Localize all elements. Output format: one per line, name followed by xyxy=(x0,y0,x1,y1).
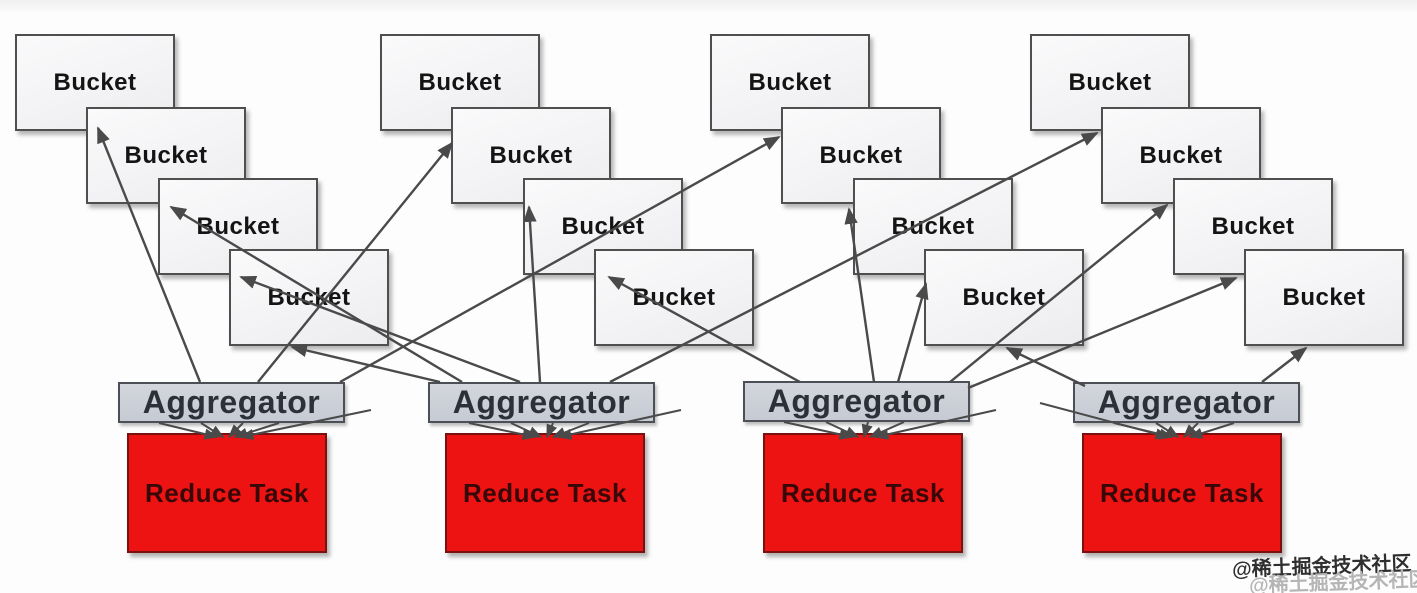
bucket-box: Bucket xyxy=(924,249,1084,346)
arrow-line xyxy=(896,282,929,383)
bucket-box: Bucket xyxy=(229,249,389,346)
watermark-secondary: @稀土掘金技术社区 xyxy=(1248,568,1417,593)
aggregator-box: Aggregator xyxy=(743,381,970,422)
aggregator-box: Aggregator xyxy=(1073,382,1300,423)
arrow-line xyxy=(1005,346,1086,388)
aggregator-box: Aggregator xyxy=(118,382,345,423)
arrow-line xyxy=(290,343,441,384)
reduce-task-box: Reduce Task xyxy=(445,433,645,553)
arrow-line xyxy=(1261,346,1308,383)
bucket-box: Bucket xyxy=(1244,249,1404,346)
reduce-task-box: Reduce Task xyxy=(763,433,963,553)
reduce-task-box: Reduce Task xyxy=(127,433,327,553)
aggregator-box: Aggregator xyxy=(428,382,655,423)
bucket-box: Bucket xyxy=(594,249,754,346)
reduce-task-box: Reduce Task xyxy=(1082,433,1282,553)
